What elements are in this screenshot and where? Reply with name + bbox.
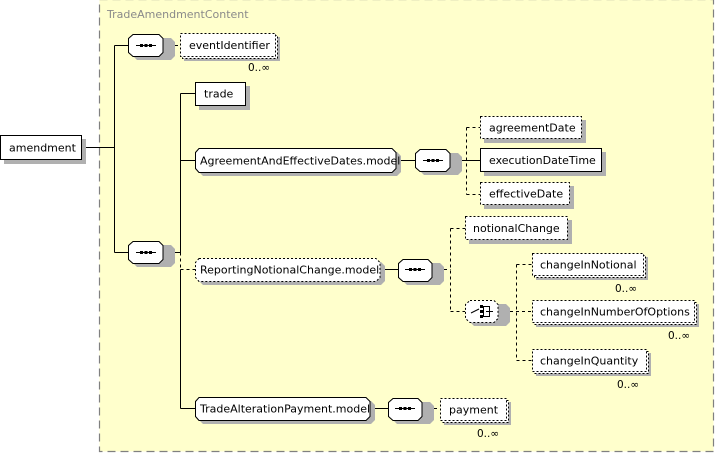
element-label: amendment bbox=[9, 142, 77, 155]
element-change-in-quantity[interactable]: changeInQuantity 0..∞ bbox=[532, 349, 652, 392]
group-reporting-notional-change[interactable]: ReportingNotionalChange.model bbox=[195, 258, 386, 286]
sequence-compositor-payment[interactable] bbox=[388, 398, 435, 425]
element-label: eventIdentifier bbox=[189, 39, 270, 52]
group-label: AgreementAndEffectiveDates.model bbox=[200, 155, 400, 168]
element-label: payment bbox=[449, 404, 499, 417]
element-notional-change[interactable]: notionalChange bbox=[465, 216, 573, 245]
sequence-compositor-outer[interactable]: sequence bbox=[128, 34, 176, 61]
element-payment[interactable]: payment 0..∞ bbox=[440, 398, 512, 441]
choice-compositor-reporting[interactable] bbox=[465, 300, 511, 327]
sequence-compositor-reporting[interactable] bbox=[398, 259, 445, 286]
element-label: trade bbox=[204, 88, 234, 101]
element-label: changeInQuantity bbox=[540, 355, 639, 368]
occurrence-label: 0..∞ bbox=[668, 330, 690, 342]
group-label: ReportingNotionalChange.model bbox=[200, 264, 379, 277]
group-trade-amendment-content: TradeAmendmentContent bbox=[98, 0, 715, 453]
element-label: changeInNotional bbox=[540, 259, 637, 272]
element-label: executionDateTime bbox=[489, 154, 596, 167]
group-agreement-and-effective-dates[interactable]: AgreementAndEffectiveDates.model bbox=[195, 148, 402, 177]
occurrence-label: 0..∞ bbox=[477, 428, 499, 440]
group-label: TradeAlterationPayment.model bbox=[199, 403, 370, 416]
element-event-identifier[interactable]: eventIdentifier 0..∞ bbox=[180, 33, 281, 75]
element-label: changeInNumberOfOptions bbox=[540, 306, 690, 319]
element-label: agreementDate bbox=[489, 122, 576, 135]
element-agreement-date[interactable]: agreementDate bbox=[480, 116, 587, 144]
occurrence-label: 0..∞ bbox=[248, 62, 270, 74]
element-amendment[interactable]: amendment bbox=[0, 135, 87, 165]
group-trade-alteration-payment[interactable]: TradeAlterationPayment.model bbox=[195, 397, 376, 425]
sequence-compositor-main[interactable] bbox=[128, 241, 176, 268]
occurrence-label: 0..∞ bbox=[617, 379, 639, 391]
element-label: effectiveDate bbox=[489, 188, 563, 201]
element-effective-date[interactable]: effectiveDate bbox=[480, 182, 575, 210]
element-trade[interactable]: trade bbox=[195, 82, 251, 111]
sequence-compositor-agreement[interactable] bbox=[415, 149, 463, 176]
element-change-in-notional[interactable]: changeInNotional 0..∞ bbox=[532, 253, 649, 296]
group-title: TradeAmendmentContent bbox=[106, 8, 249, 21]
element-label: notionalChange bbox=[473, 222, 560, 235]
element-change-in-number-of-options[interactable]: changeInNumberOfOptions 0..∞ bbox=[532, 300, 700, 343]
element-execution-date-time[interactable]: executionDateTime bbox=[480, 148, 607, 177]
choice-icon bbox=[470, 305, 493, 318]
occurrence-label: 0..∞ bbox=[615, 283, 637, 295]
